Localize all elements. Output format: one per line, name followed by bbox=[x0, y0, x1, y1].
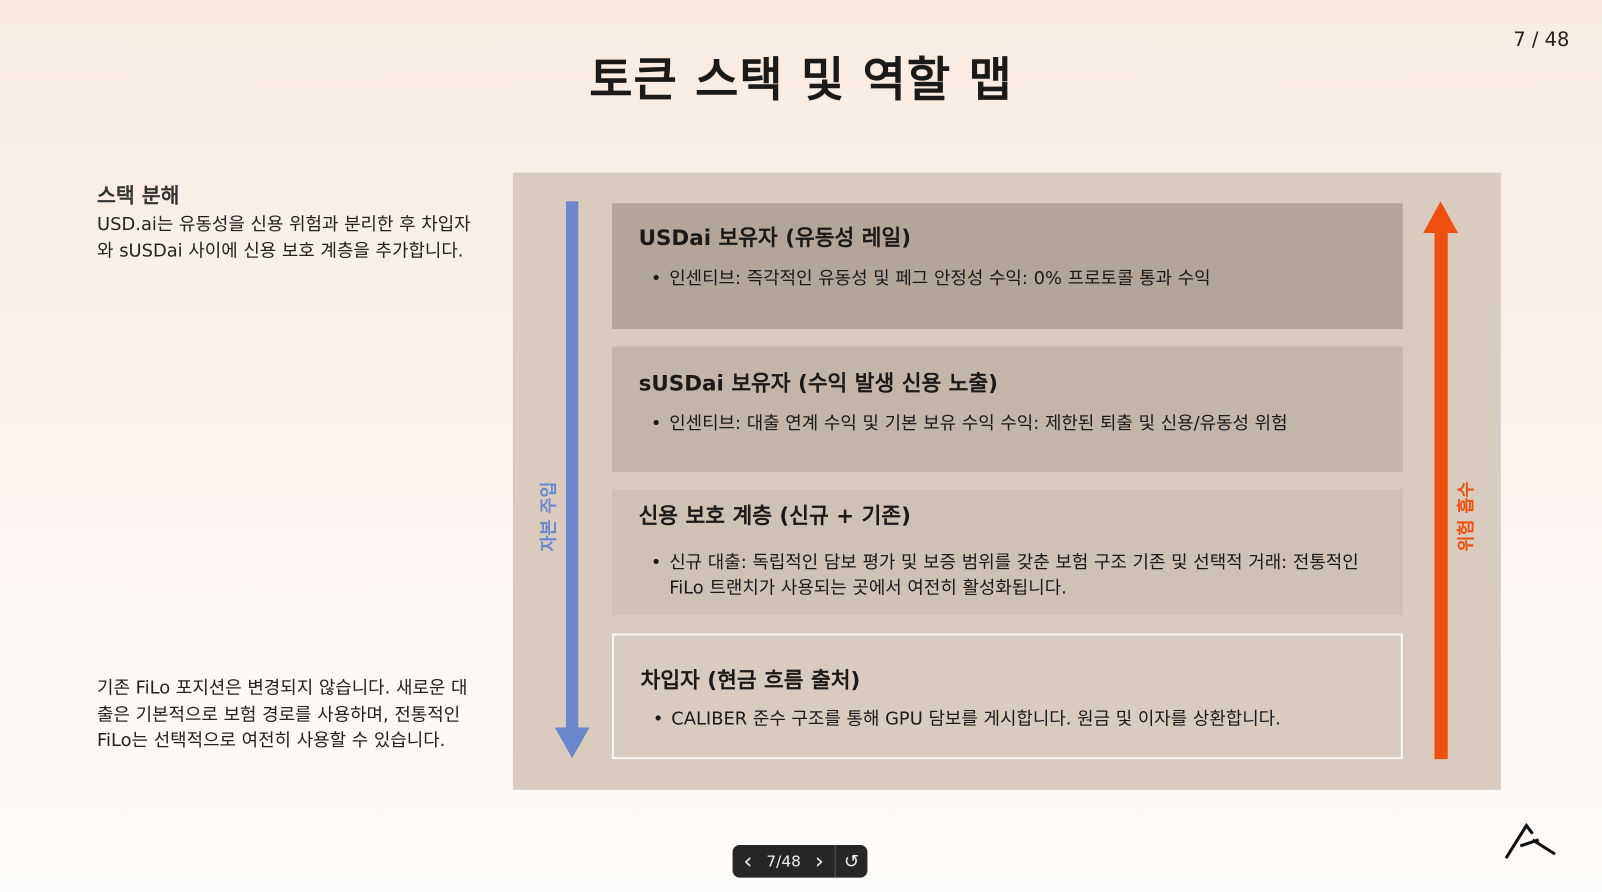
sidebar-note: 기존 FiLo 포지션은 변경되지 않습니다. 새로운 대출은 기본적으로 보험… bbox=[97, 678, 468, 751]
capital-injection-label: 자본 주입 bbox=[538, 481, 560, 552]
arrow-down-head-icon bbox=[554, 727, 590, 759]
brand-logo bbox=[1504, 822, 1556, 860]
risk-absorption-label: 위험 흡수 bbox=[1456, 481, 1477, 552]
layer-title: 신용 보호 계층 (신규 + 기존) bbox=[638, 503, 911, 529]
layer-card-borrower: 차입자 (현금 흐름 출처) CALIBER 준수 구조를 통해 GPU 담보를… bbox=[611, 633, 1403, 760]
sidebar-intro: USD.ai는 유동성을 신용 위험과 분리한 후 차입자와 sUSDai 사이… bbox=[97, 214, 471, 262]
sidebar-heading: 스택 분해 bbox=[97, 182, 180, 208]
page-indicator: 7 / 48 bbox=[1513, 28, 1570, 52]
layer-card-susdai: sUSDai 보유자 (수익 발생 신용 노출) 인센티브: 대출 연계 수익 … bbox=[611, 346, 1403, 473]
layer-bullet: 신규 대출: 독립적인 담보 평가 및 보증 범위를 갖춘 보험 구조 기존 및… bbox=[643, 551, 1377, 602]
layer-bullet: 인센티브: 즉각적인 유동성 및 페그 안정성 수익: 0% 프로토콜 통과 수… bbox=[643, 267, 1377, 293]
layer-title: 차입자 (현금 흐름 출처) bbox=[640, 668, 861, 693]
prev-slide-button[interactable]: ‹ bbox=[743, 848, 753, 875]
reset-icon[interactable]: ↺ bbox=[843, 850, 860, 873]
slide-navigation: ‹ 7/48 › ↺ bbox=[732, 844, 868, 878]
layer-card-usdai: USDai 보유자 (유동성 레일) 인센티브: 즉각적인 유동성 및 페그 안… bbox=[611, 203, 1403, 329]
risk-absorption-arrow bbox=[1434, 230, 1448, 760]
layer-title: sUSDai 보유자 (수익 발생 신용 노출) bbox=[638, 370, 998, 396]
layer-title: USDai 보유자 (유동성 레일) bbox=[638, 225, 912, 251]
capital-injection-arrow bbox=[566, 201, 579, 733]
slide-title: 토큰 스택 및 역할 맵 bbox=[589, 52, 1013, 108]
arrow-up-head-icon bbox=[1423, 201, 1458, 233]
layer-card-credit-protection: 신용 보호 계층 (신규 + 기존) 신규 대출: 독립적인 담보 평가 및 보… bbox=[611, 489, 1403, 616]
layer-bullet: CALIBER 준수 구조를 통해 GPU 담보를 게시합니다. 원금 및 이자… bbox=[645, 707, 1374, 733]
slide-counter: 7/48 bbox=[766, 852, 801, 871]
layer-bullet: 인센티브: 대출 연계 수익 및 기본 보유 수익 수익: 제한된 퇴출 및 신… bbox=[643, 412, 1377, 438]
next-slide-button[interactable]: › bbox=[814, 848, 824, 875]
